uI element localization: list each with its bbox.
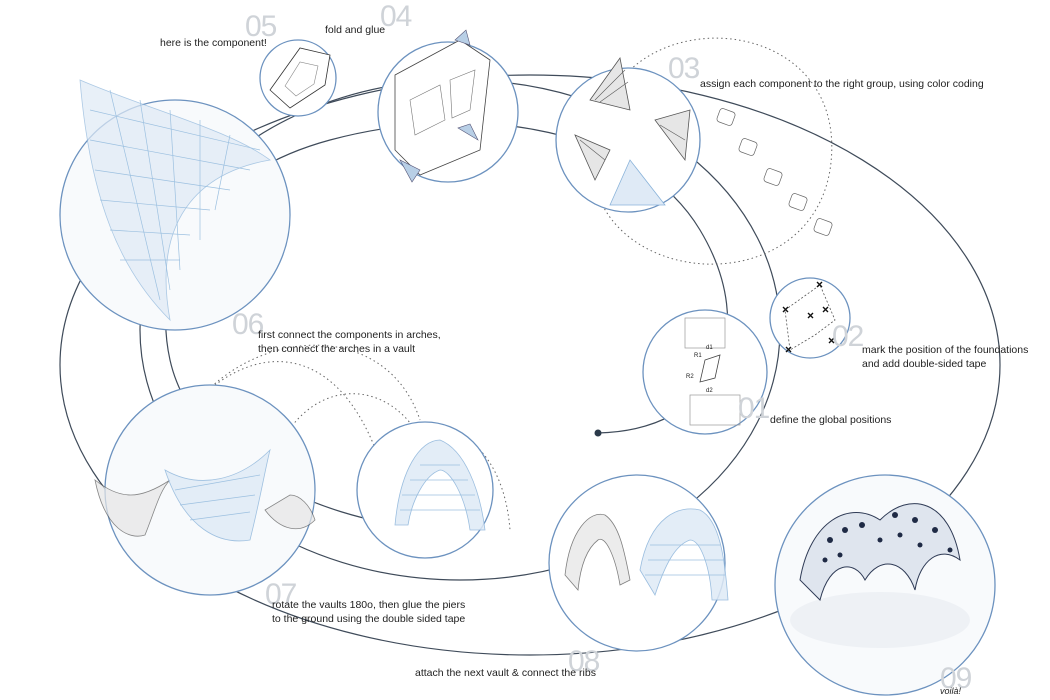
start-dot <box>595 430 602 437</box>
label-step-01: define the global positions <box>770 413 891 427</box>
circle-05 <box>260 40 336 116</box>
circle-06-detail <box>60 80 290 330</box>
label-step-06: first connect the components in arches, … <box>258 328 441 356</box>
label-step-04: fold and glue <box>325 23 385 37</box>
label-step-08: attach the next vault & connect the ribs <box>415 666 596 680</box>
label-step-03: assign each component to the right group… <box>700 77 984 91</box>
circle-04 <box>378 30 518 182</box>
label-step-07: rotate the vaults 180o, then glue the pi… <box>272 598 465 626</box>
annotation-r1: R1 <box>694 353 702 359</box>
step-number-03: 03 <box>668 52 699 86</box>
label-step-09: voilà! <box>940 684 961 698</box>
label-step-02: mark the position of the foundations and… <box>862 343 1028 371</box>
label-step-05: here is the component! <box>160 36 267 50</box>
circle-06 <box>357 422 493 558</box>
step-number-01: 01 <box>738 392 769 426</box>
annotation-d2: d2 <box>706 388 713 394</box>
step-number-02: 02 <box>832 320 863 354</box>
circle-07 <box>95 385 315 595</box>
circle-08 <box>549 475 728 651</box>
annotation-d1: d1 <box>706 345 713 351</box>
annotation-r2: R2 <box>686 374 694 380</box>
